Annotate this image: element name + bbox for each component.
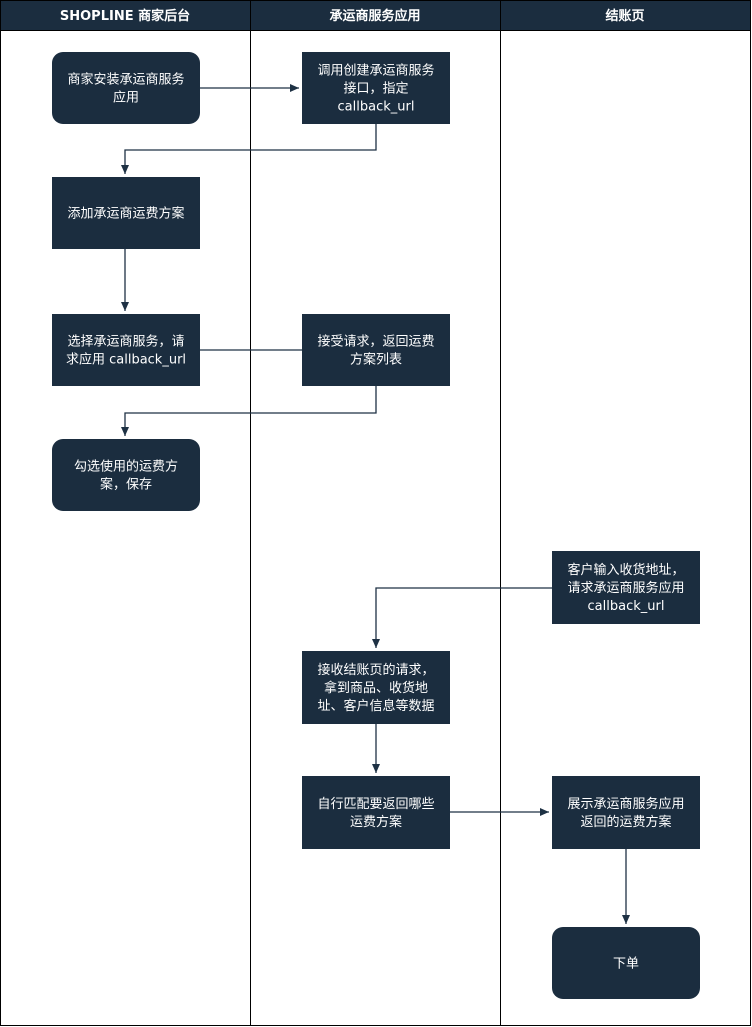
flow-node-text-n9-line-1: 自行匹配要返回哪些 xyxy=(317,797,434,812)
flow-node-box-n10 xyxy=(552,776,700,849)
flow-node-n8: 接收结账页的请求， 拿到商品、收货地址、客户信息等数据 xyxy=(302,651,450,724)
flow-node-text-n8-line-2: 拿到商品、收货地 xyxy=(324,680,428,696)
flow-node-text-n9-line-2: 运费方案 xyxy=(350,814,402,830)
lane-title-carrier: 承运商服务应用 xyxy=(329,8,420,24)
flow-node-text-n2-line-3: callback_url xyxy=(338,100,415,115)
flow-node-text-n4-line-1: 选择承运商服务，请 xyxy=(67,334,184,350)
flow-node-text-n10-line-2: 返回的运费方案 xyxy=(580,814,671,830)
flow-node-text-n7-line-1: 客户输入收货地址， xyxy=(567,562,684,578)
edge-n5-to-n6 xyxy=(121,386,377,436)
flow-node-text-n10-line-1: 展示承运商服务应用 xyxy=(567,796,684,812)
lane-header-band xyxy=(0,0,751,31)
flow-node-text-n5-line-2: 方案列表 xyxy=(350,352,402,368)
flow-node-text-n8-line-1: 接收结账页的请求， xyxy=(317,662,434,678)
flow-node-text-n2-line-1: 调用创建承运商服务 xyxy=(317,63,434,79)
flow-node-text-n7-line-2: 请求承运商服务应用 xyxy=(567,580,684,596)
flow-node-text-n7-line-3: callback_url xyxy=(588,599,665,614)
edge-n2-to-n3 xyxy=(121,124,377,174)
flow-node-box-n1 xyxy=(52,52,200,124)
flow-node-text-n1-line-1: 商家安装承运商服务 xyxy=(67,72,184,88)
edges xyxy=(121,84,630,924)
flow-node-box-n8 xyxy=(302,651,450,724)
lane-title-checkout: 结账页 xyxy=(605,8,644,24)
edge-n7-to-n8 xyxy=(372,587,552,648)
flow-node-text-n6-line-1: 勾选使用的运费方 xyxy=(74,459,178,475)
flow-node-text-n8-line-3: 址、客户信息等数据 xyxy=(317,698,434,714)
flow-node-text-n3-line-1: 添加承运商运费方案 xyxy=(67,206,184,222)
flow-node-n11: 下单 xyxy=(552,927,700,999)
flow-node-box-n5 xyxy=(302,314,450,386)
flow-node-box-n9 xyxy=(302,776,450,849)
flow-node-text-n6-line-2: 案，保存 xyxy=(100,478,152,493)
flow-node-box-n2 xyxy=(302,52,450,124)
flow-node-text-n11-line-1: 下单 xyxy=(613,957,639,972)
flow-node-box-n3 xyxy=(52,177,200,249)
flow-node-box-n11 xyxy=(552,927,700,999)
flow-node-box-n6 xyxy=(52,439,200,511)
lane-title-merchant: SHOPLINE 商家后台 xyxy=(60,8,190,24)
flow-node-text-n2-line-2: 接口，指定 xyxy=(343,81,408,97)
flow-node-n3: 添加承运商运费方案 xyxy=(52,177,200,249)
flow-node-text-n1-line-2: 应用 xyxy=(113,90,139,106)
flow-node-box-n7 xyxy=(552,551,700,624)
flow-node-box-n4 xyxy=(52,314,200,386)
flow-node-n7: 客户输入收货地址， 请求承运商服务应用 callback_url xyxy=(552,551,700,624)
flow-node-text-n4-line-2: 求应用 callback_url xyxy=(66,352,186,368)
flow-node-text-n5-line-1: 接受请求，返回运费 xyxy=(317,334,434,350)
